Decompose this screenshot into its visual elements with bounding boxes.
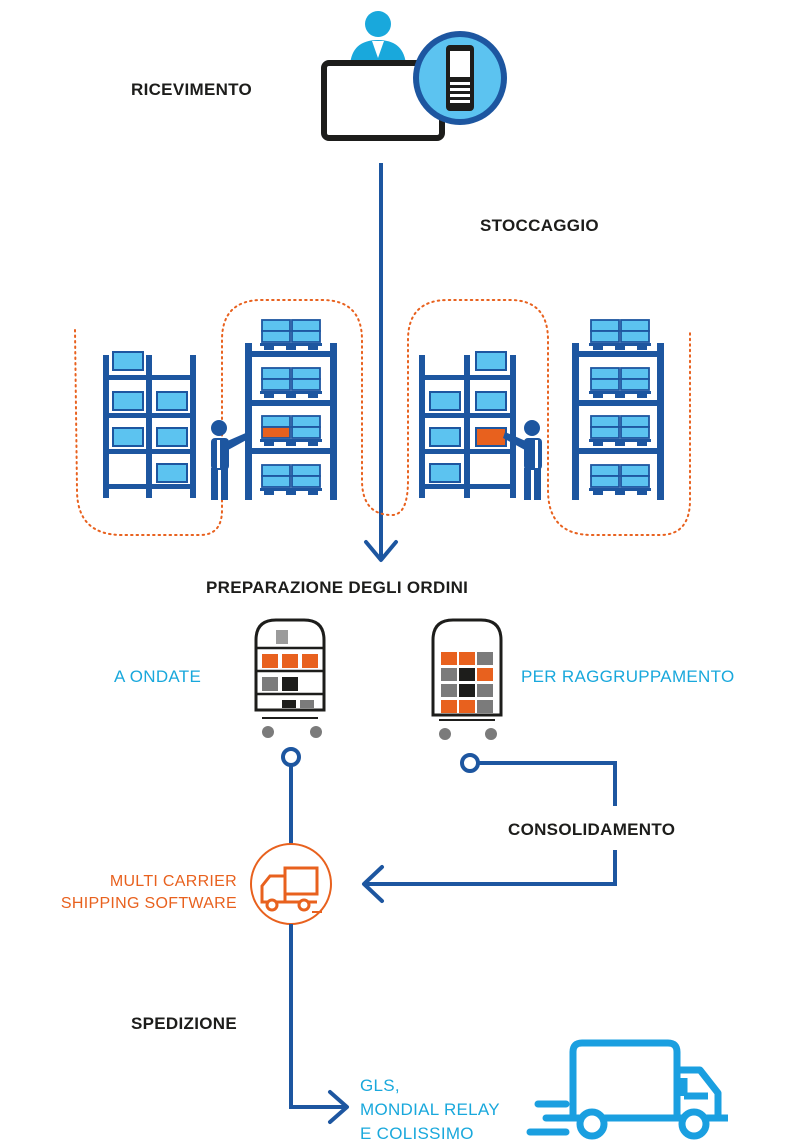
picking-cart-icon: [254, 618, 326, 738]
warehouse-worker-icon: [503, 420, 542, 500]
arrow-head-icon: [362, 865, 384, 903]
shelving-rack-icon: [103, 351, 196, 498]
warehouse-worker-icon: [211, 420, 250, 500]
delivery-truck-icon: [250, 843, 332, 925]
arrow-head-icon: [364, 540, 398, 562]
software-label-line2: SHIPPING SOFTWARE: [60, 895, 237, 912]
carriers-label-line3: E COLISSIMO: [360, 1124, 474, 1143]
software-label-line1: MULTI CARRIER: [109, 873, 237, 890]
arrow-head-icon: [328, 1090, 349, 1124]
handheld-scanner-icon: [413, 31, 507, 125]
picking-cart-icon: [431, 618, 503, 740]
order-prep-label: PREPARAZIONE DEGLI ORDINI: [206, 578, 469, 597]
main-flow-arrow: [364, 163, 398, 562]
batch-picking-label: PER RAGGRUPPAMENTO: [521, 667, 735, 686]
carriers-label-line2: MONDIAL RELAY: [360, 1100, 500, 1119]
delivery-truck-icon: [526, 1039, 728, 1140]
consolidation-label: CONSOLIDAMENTO: [508, 820, 676, 839]
wave-to-software-connector: [281, 747, 301, 845]
pallet-rack-icon: [572, 319, 664, 500]
pallet-rack-icon: [245, 319, 337, 500]
user-icon: [350, 11, 406, 65]
batch-to-consolidation-connector: [362, 753, 617, 903]
wave-picking-label: A ONDATE: [114, 667, 202, 686]
shipping-label: SPEDIZIONE: [131, 1014, 237, 1033]
storage-label: STOCCAGGIO: [480, 216, 599, 235]
shipping-connector: [289, 924, 349, 1124]
shelving-rack-icon: [419, 351, 516, 498]
receiving-label: RICEVIMENTO: [131, 80, 253, 99]
carriers-label-line1: GLS,: [360, 1076, 400, 1095]
storage-zone-outlines: [74, 299, 691, 536]
